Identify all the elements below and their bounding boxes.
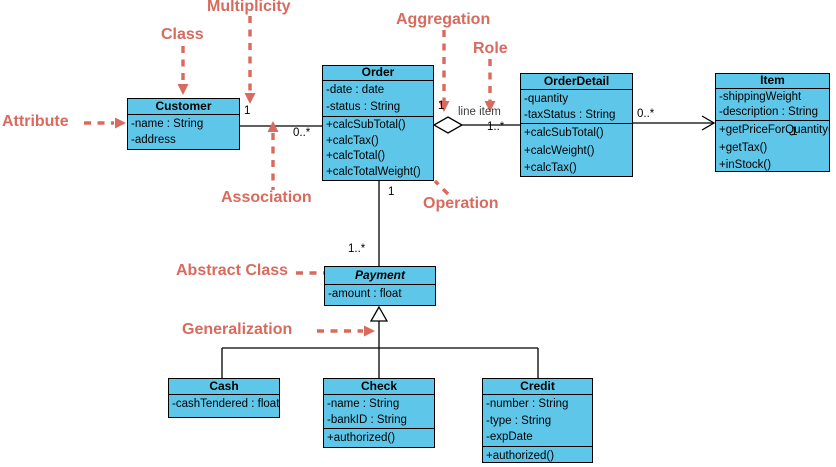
annotation-operation: Operation: [423, 195, 499, 212]
attribute-line: -amount : float: [328, 288, 402, 300]
attributes-compartment: -number : String -type : String -expDate: [483, 395, 592, 446]
attribute-line: -type : String: [486, 414, 552, 427]
operations-compartment: +authorized(): [483, 445, 592, 463]
attribute-line: -status : String: [326, 101, 401, 113]
operation-line: +calcSubTotal(): [326, 119, 406, 131]
class-title: Check: [324, 379, 434, 395]
multiplicity-label: 0..*: [637, 108, 655, 120]
attribute-line: -description : String: [719, 106, 819, 118]
attribute-line: -bankID : String: [327, 414, 407, 426]
class-order: Order -date : date -status : String +cal…: [322, 65, 434, 181]
multiplicity-label: 1..*: [348, 243, 366, 255]
attributes-compartment: -date : date -status : String: [323, 81, 433, 116]
attributes-compartment: -name : String -address: [128, 115, 239, 148]
multiplicity-label: 1: [438, 100, 445, 112]
open-arrowhead-icon: [701, 115, 716, 131]
attribute-line: -date : date: [326, 84, 385, 96]
operation-line: +authorized(): [486, 449, 555, 462]
multiplicity-label: 0..*: [293, 127, 311, 139]
operation-line: +calcSubTotal(): [524, 127, 604, 139]
attribute-line: -quantity: [524, 93, 569, 105]
annotation-association: Association: [221, 189, 312, 206]
attribute-line: -cashTendered : float: [172, 398, 280, 410]
operation-line: +calcTax(): [326, 134, 379, 147]
operations-compartment: +getPriceForQuantity() +getTax() +inStoc…: [716, 120, 830, 171]
class-title: Payment: [325, 267, 435, 285]
attributes-compartment: -name : String -bankID : String: [324, 395, 434, 428]
multiplicity-label: 1: [244, 105, 251, 117]
operation-line: +calcTax(): [524, 162, 577, 174]
operation-line: +authorized(): [327, 432, 396, 444]
arrowhead-up-icon: [267, 121, 279, 132]
annotation-multiplicity: Multiplicity: [207, 0, 291, 15]
class-check: Check -name : String -bankID : String +a…: [323, 378, 435, 448]
class-payment: Payment -amount : float: [324, 266, 436, 306]
class-title: Cash: [169, 379, 279, 395]
class-title: Credit: [483, 379, 592, 395]
multiplicity-label: 1: [388, 186, 395, 198]
attribute-line: -number : String: [486, 398, 569, 410]
attributes-compartment: -amount : float: [325, 285, 435, 302]
operation-line: +inStock(): [719, 159, 772, 171]
class-cash: Cash -cashTendered : float: [168, 378, 280, 418]
attributes-compartment: -shippingWeight -description : String: [716, 89, 829, 120]
annotation-abstract-class: Abstract Class: [176, 262, 289, 279]
class-title: Customer: [128, 99, 239, 115]
annotation-generalization: Generalization: [182, 321, 293, 338]
class-title: Item: [716, 74, 829, 89]
operation-callout-arrow: [433, 179, 450, 196]
hollow-triangle-icon: [369, 305, 389, 322]
annotation-class: Class: [161, 26, 204, 43]
annotation-aggregation: Aggregation: [396, 11, 491, 28]
attribute-line: -taxStatus : String: [524, 109, 616, 121]
operation-line: +calcTotalWeight(): [326, 165, 421, 178]
attribute-line: -expDate: [486, 431, 533, 443]
attribute-line: -name : String: [131, 118, 204, 130]
arrowhead-right-icon: [364, 325, 375, 337]
attribute-line: -shippingWeight: [719, 91, 802, 103]
class-title: Order: [323, 66, 433, 81]
operations-compartment: +calcSubTotal() +calcTax() +calcTotal() …: [323, 116, 433, 180]
operations-compartment: +authorized(): [324, 428, 434, 446]
role-label: line item: [458, 106, 501, 118]
operations-compartment: +calcSubTotal() +calcWeight() +calcTax(): [521, 123, 632, 176]
operation-line: +calcWeight(): [524, 144, 595, 157]
attribute-line: -name : String: [327, 398, 400, 410]
aggregation-edge: [432, 116, 520, 134]
attributes-compartment: -cashTendered : float: [169, 395, 279, 412]
operation-line: +calcTotal(): [326, 150, 386, 162]
annotation-role: Role: [473, 40, 508, 57]
attributes-compartment: -quantity -taxStatus : String: [521, 90, 632, 123]
annotation-attribute: Attribute: [2, 113, 69, 130]
generalization-tree: [221, 305, 539, 378]
arrowhead-right-icon: [115, 117, 126, 129]
multiplicity-label: 1: [791, 126, 798, 138]
class-item: Item -shippingWeight -description : Stri…: [715, 73, 830, 172]
attribute-line: -address: [131, 134, 176, 146]
operation-line: +getPriceForQuantity(): [719, 124, 830, 136]
class-title: OrderDetail: [521, 74, 632, 90]
multiplicity-label: 1..*: [487, 121, 505, 133]
class-credit: Credit -number : String -type : String -…: [482, 378, 593, 463]
class-orderdetail: OrderDetail -quantity -taxStatus : Strin…: [520, 73, 633, 177]
arrowhead-down-icon: [177, 84, 189, 95]
aggregation-diamond-icon: [432, 116, 464, 134]
class-customer: Customer -name : String -address: [127, 98, 240, 150]
arrowhead-down-icon: [244, 93, 256, 104]
operation-line: +getTax(): [719, 141, 768, 154]
